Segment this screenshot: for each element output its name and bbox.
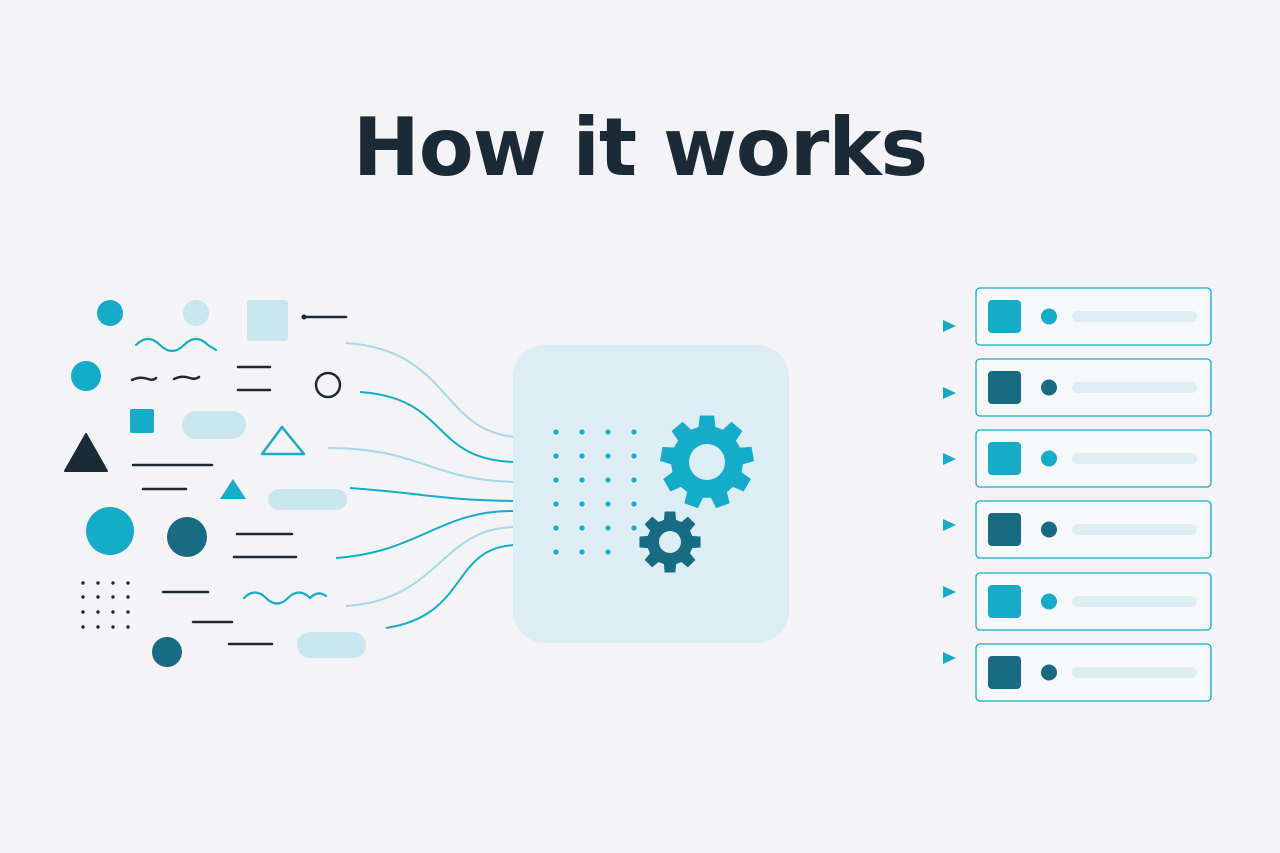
flow-line	[385, 544, 516, 629]
input-pill	[182, 411, 246, 439]
input-flow-lines	[327, 342, 516, 629]
gear-hole	[689, 444, 725, 480]
triangle-icon	[260, 425, 306, 456]
input-circle	[71, 361, 101, 391]
input-dot-grid	[81, 581, 130, 629]
processor-panel	[513, 345, 789, 643]
output-row-dot	[1041, 379, 1057, 396]
input-squiggle	[172, 375, 201, 381]
output-row-bar	[1072, 382, 1197, 393]
output-row	[975, 358, 1212, 417]
circle-icon	[314, 371, 342, 399]
triangle-icon	[220, 479, 246, 499]
output-row	[975, 572, 1212, 631]
input-square	[130, 409, 154, 433]
output-row-dot	[1041, 593, 1057, 610]
output-row	[975, 429, 1212, 488]
input-circle	[86, 507, 134, 555]
input-pill	[297, 632, 366, 658]
output-row-bar	[1072, 453, 1197, 464]
output-row-dot	[1041, 521, 1057, 538]
input-circle	[97, 300, 123, 326]
arrow-right-icon	[818, 387, 956, 399]
output-arrows	[800, 320, 956, 664]
flow-line	[345, 342, 516, 438]
output-row-bar	[1072, 311, 1197, 322]
flow-line	[345, 526, 516, 607]
arrow-right-icon	[800, 453, 956, 465]
flow-line	[349, 487, 516, 502]
output-row-square	[988, 371, 1021, 404]
triangle-icon	[64, 433, 108, 472]
flow-line	[335, 509, 516, 559]
gear-hole	[659, 531, 681, 553]
output-row-dot	[1041, 450, 1057, 467]
input-square	[247, 300, 288, 341]
output-row-dot	[1041, 664, 1057, 681]
arrow-right-icon	[800, 519, 956, 531]
input-circle	[152, 637, 182, 667]
input-shapes	[64, 300, 366, 667]
output-row-square	[988, 585, 1021, 618]
input-circle	[167, 517, 207, 557]
output-row	[975, 287, 1212, 346]
output-row-square	[988, 513, 1021, 546]
wave-icon	[242, 591, 328, 605]
output-row	[975, 500, 1212, 559]
wave-icon	[134, 337, 218, 353]
processor-dot-grid	[553, 429, 637, 555]
gear-icon	[639, 511, 701, 573]
arrow-right-icon	[872, 320, 956, 332]
processor	[513, 345, 789, 643]
output-row-bar	[1072, 524, 1197, 535]
output-row-bar	[1072, 667, 1197, 678]
flow-line	[359, 391, 516, 463]
gear-icon	[660, 415, 754, 509]
output-row-square	[988, 442, 1021, 475]
input-pill	[268, 489, 347, 510]
input-pin	[301, 314, 348, 320]
page-title: How it works	[352, 101, 928, 194]
input-circle	[183, 300, 209, 326]
output-row-square	[988, 656, 1021, 689]
output-row-square	[988, 300, 1021, 333]
input-squiggle	[130, 376, 158, 382]
output-row-bar	[1072, 596, 1197, 607]
arrow-right-icon	[818, 586, 956, 598]
arrow-right-icon	[872, 652, 956, 664]
output-row-dot	[1041, 308, 1057, 325]
output-rows	[975, 287, 1212, 702]
flow-line	[327, 447, 516, 483]
output-row	[975, 643, 1212, 702]
